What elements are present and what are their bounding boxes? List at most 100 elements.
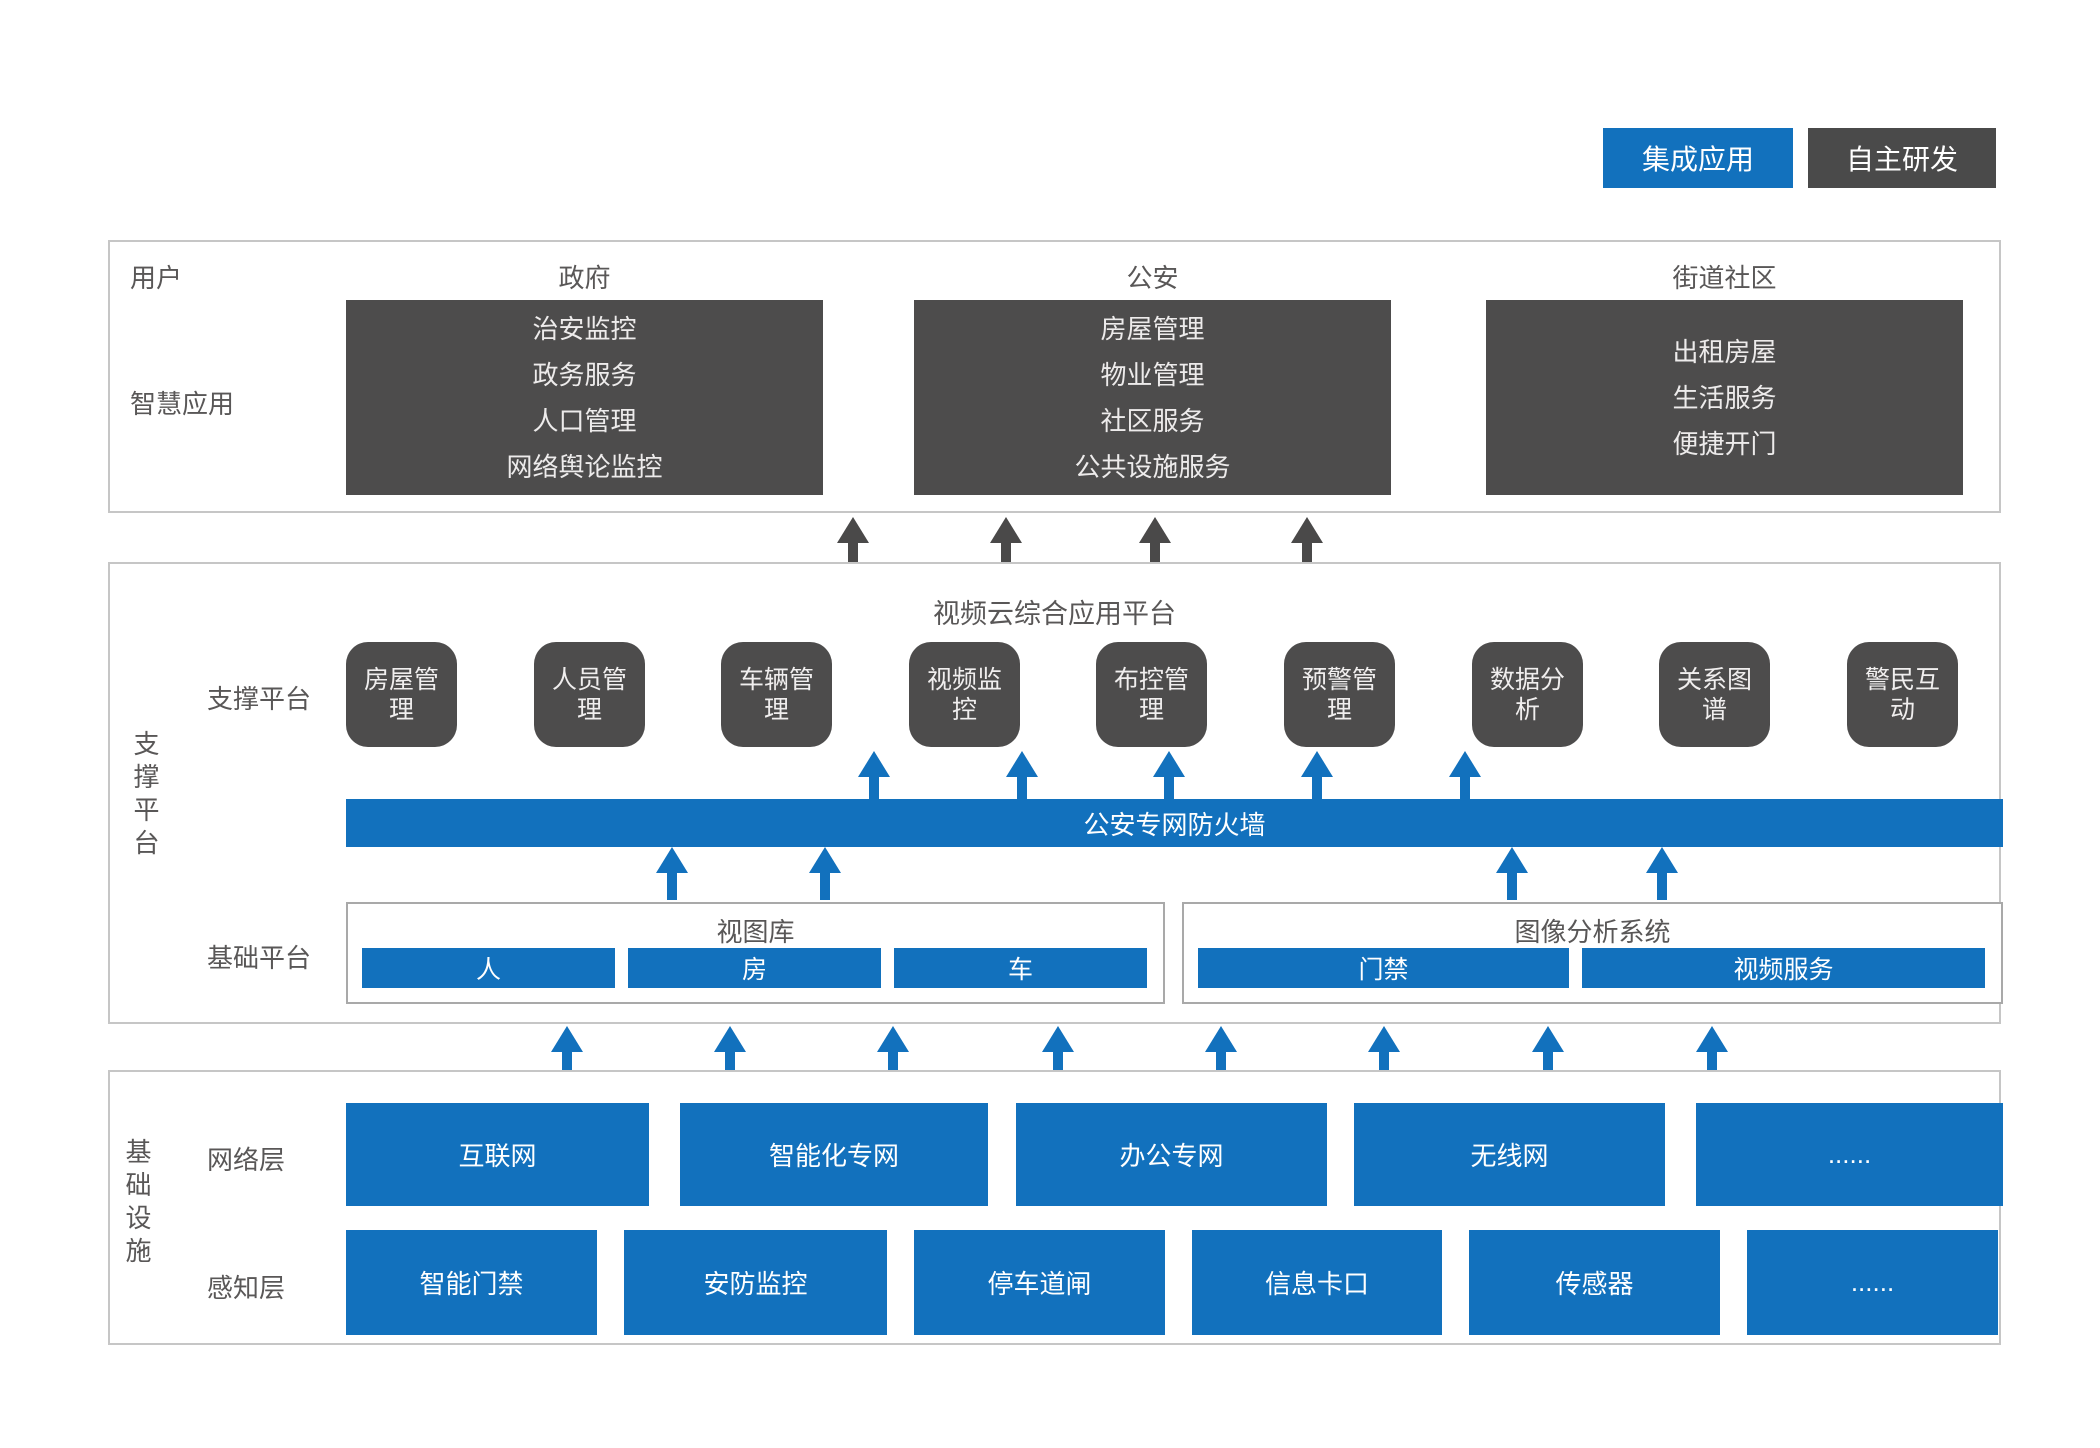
- support-box-control: 布控管理: [1096, 642, 1207, 747]
- platform-title: 视频云综合应用平台: [933, 599, 1176, 629]
- view-library-bars: 人 房 车: [362, 948, 1147, 988]
- perception-box-parking-gate: 停车道闸: [914, 1230, 1165, 1335]
- legend-self-developed-label: 自主研发: [1845, 144, 1958, 175]
- legend-integrated-app: 集成应用: [1603, 128, 1793, 188]
- arrow-head: [1368, 1026, 1400, 1052]
- app-item: 社区服务: [1100, 405, 1205, 436]
- app-item: 人口管理: [532, 405, 637, 436]
- column-header-community: 街道社区: [1672, 263, 1777, 293]
- arrow-head: [858, 751, 890, 777]
- perception-layer-label: 感知层: [207, 1273, 286, 1303]
- firewall-label: 公安专网防火墙: [1083, 809, 1266, 840]
- up-arrow-icon: [1645, 847, 1679, 900]
- arrow-head: [990, 517, 1022, 543]
- arrow-head: [1449, 751, 1481, 777]
- up-arrow-icon: [808, 847, 842, 900]
- support-box-police-citizen: 警民互动: [1847, 642, 1958, 747]
- firewall-bar: 公安专网防火墙: [346, 799, 2003, 847]
- image-analysis-title: 图像分析系统: [1514, 917, 1671, 947]
- support-box-personnel: 人员管理: [534, 642, 645, 747]
- up-arrow-icon: [876, 1026, 910, 1070]
- arrow-shaft: [667, 873, 677, 900]
- support-platform-section: 视频云综合应用平台 支撑平台 支撑平台 房屋管理 人员管理 车辆管理 视频监控 …: [108, 562, 2003, 1024]
- up-arrow-icon: [1005, 751, 1039, 799]
- up-arrow-icon: [1290, 517, 1324, 564]
- arrow-head: [1006, 751, 1038, 777]
- network-box-more: ......: [1696, 1103, 2003, 1206]
- perception-box-sensor: 传感器: [1469, 1230, 1720, 1335]
- up-arrow-icon: [713, 1026, 747, 1070]
- view-library-group: 视图库 人 房 车: [346, 902, 1165, 1004]
- arrow-shaft: [1379, 1052, 1389, 1070]
- network-box-intelligent: 智能化专网: [680, 1103, 988, 1206]
- arrow-shaft: [1543, 1052, 1553, 1070]
- arrow-shaft: [1001, 543, 1011, 564]
- up-arrow-icon: [1300, 751, 1334, 799]
- government-apps-box: 治安监控 政务服务 人口管理 网络舆论监控: [346, 300, 823, 495]
- bar-house: 房: [628, 948, 881, 988]
- arrow-shaft: [1312, 777, 1322, 799]
- arrow-shaft: [1460, 777, 1470, 799]
- arrow-head: [809, 847, 841, 873]
- bar-video-service: 视频服务: [1581, 948, 1985, 988]
- arrow-shaft: [820, 873, 830, 900]
- app-item: 物业管理: [1100, 359, 1205, 390]
- support-platform-side-label: 支撑平台: [130, 730, 160, 862]
- arrow-head: [1496, 847, 1528, 873]
- up-arrow-icon: [857, 751, 891, 799]
- network-layer-label: 网络层: [207, 1145, 286, 1175]
- arrow-shaft: [1017, 777, 1027, 799]
- arrow-shaft: [1507, 873, 1517, 900]
- app-item: 出租房屋: [1672, 336, 1777, 367]
- base-platform-row-label: 基础平台: [207, 943, 312, 973]
- up-arrow-icon: [1531, 1026, 1565, 1070]
- support-box-data: 数据分析: [1472, 642, 1583, 747]
- up-arrow-icon: [1204, 1026, 1238, 1070]
- arrow-shaft: [1302, 543, 1312, 564]
- arrow-head: [1301, 751, 1333, 777]
- column-header-government: 政府: [558, 263, 611, 293]
- image-analysis-group: 图像分析系统 门禁 视频服务: [1182, 902, 2003, 1004]
- arrow-shaft: [1657, 873, 1667, 900]
- perception-box-security-cam: 安防监控: [624, 1230, 887, 1335]
- arrow-head: [877, 1026, 909, 1052]
- app-item: 便捷开门: [1672, 428, 1777, 459]
- arrow-shaft: [1164, 777, 1174, 799]
- support-box-graph: 关系图谱: [1659, 642, 1770, 747]
- infrastructure-side-label: 基础设施: [122, 1138, 152, 1270]
- legend-self-developed: 自主研发: [1808, 128, 1996, 188]
- app-item: 治安监控: [532, 313, 637, 344]
- arrow-head: [837, 517, 869, 543]
- app-item: 生活服务: [1672, 382, 1777, 413]
- up-arrow-icon: [1448, 751, 1482, 799]
- arrow-head: [656, 847, 688, 873]
- view-library-title: 视图库: [716, 917, 795, 947]
- arrow-shaft: [1150, 543, 1160, 564]
- arrow-shaft: [869, 777, 879, 799]
- up-arrow-icon: [1138, 517, 1172, 564]
- users-applications-section: 用户 智慧应用 政府 公安 街道社区 治安监控 政务服务 人口管理 网络舆论监控…: [108, 240, 2001, 513]
- arrow-head: [1646, 847, 1678, 873]
- arrow-head: [1696, 1026, 1728, 1052]
- perception-box-info-checkpoint: 信息卡口: [1192, 1230, 1442, 1335]
- network-box-internet: 互联网: [346, 1103, 649, 1206]
- arrow-shaft: [888, 1052, 898, 1070]
- arrow-head: [1205, 1026, 1237, 1052]
- column-header-police: 公安: [1126, 263, 1179, 293]
- network-box-wireless: 无线网: [1354, 1103, 1665, 1206]
- arrow-shaft: [848, 543, 858, 564]
- up-arrow-icon: [655, 847, 689, 900]
- arrow-head: [1139, 517, 1171, 543]
- bar-vehicle: 车: [894, 948, 1147, 988]
- support-box-video: 视频监控: [909, 642, 1020, 747]
- arrow-head: [714, 1026, 746, 1052]
- up-arrow-icon: [1367, 1026, 1401, 1070]
- arrow-head: [1532, 1026, 1564, 1052]
- support-box-housing: 房屋管理: [346, 642, 457, 747]
- arrow-head: [1042, 1026, 1074, 1052]
- app-item: 房屋管理: [1100, 313, 1205, 344]
- image-analysis-bars: 门禁 视频服务: [1198, 948, 1985, 988]
- bar-access-control: 门禁: [1198, 948, 1569, 988]
- arrow-shaft: [1707, 1052, 1717, 1070]
